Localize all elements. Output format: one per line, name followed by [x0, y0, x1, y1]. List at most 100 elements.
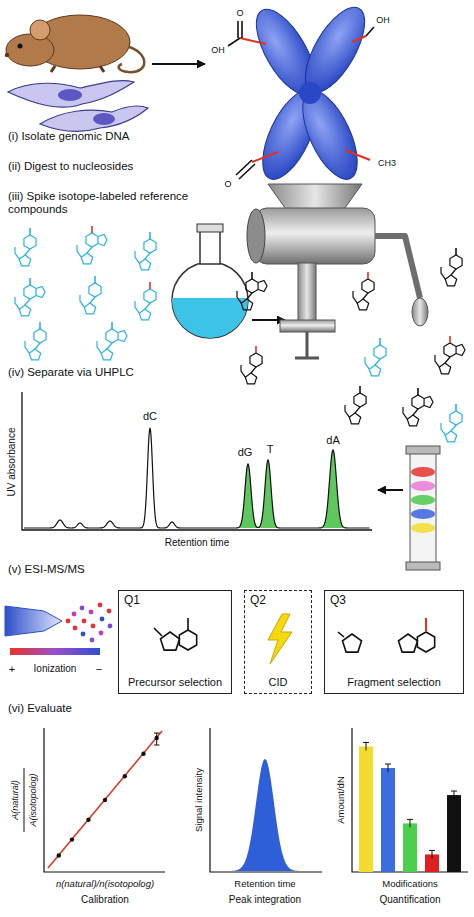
base-ring: [86, 233, 98, 247]
analyte-band: [411, 481, 435, 491]
sugar-ring: [439, 363, 450, 374]
ms-stage-box: Q1Precursor selection: [118, 590, 232, 694]
flask-stopper: [197, 224, 223, 232]
mouse-feet: [51, 66, 104, 72]
chemical-bond: [251, 272, 253, 279]
chart-axis: [22, 392, 372, 530]
spray-needle: [5, 606, 62, 636]
peak-fill: [238, 464, 258, 528]
chemical-bond: [154, 618, 188, 636]
chemical-bond: [149, 232, 151, 239]
error-bar: [407, 819, 413, 827]
mouse-nose: [5, 53, 9, 57]
analyte-band: [411, 523, 435, 533]
spray-droplet: [91, 624, 96, 629]
chemical-bond: [366, 27, 374, 36]
base-ring: [246, 279, 258, 293]
sugar-ring: [19, 255, 30, 266]
chemical-bond: [39, 322, 41, 329]
atom-label: OH: [211, 45, 225, 55]
mouse-head: [6, 34, 54, 66]
chart-axis: [210, 728, 322, 872]
chemical-bond: [228, 38, 240, 46]
peak-fill: [258, 460, 278, 528]
sugar-ring: [101, 349, 112, 360]
base-ring: [374, 345, 386, 359]
step-title: (iv) Separate via UHPLC: [8, 366, 134, 379]
ms-stage-box: Q2CID: [244, 590, 312, 694]
stage-name: Q2: [250, 594, 266, 608]
chemical-bond: [149, 282, 151, 289]
quantity-bar: [403, 823, 417, 872]
atom-label: O: [224, 179, 231, 189]
step-title: (ii) Digest to nucleosides: [8, 160, 133, 173]
grinder-clamp: [298, 263, 316, 321]
peak-label: T: [267, 443, 274, 456]
axis-label: UV absorbance: [6, 428, 18, 497]
nucleoside-structure: [135, 232, 156, 270]
peak-label: dG: [238, 446, 253, 459]
nucleoside-structure: [441, 404, 462, 442]
step-title: (vi) Evaluate: [8, 702, 72, 715]
chart-caption: Calibration: [81, 894, 129, 906]
peak-label: dA: [326, 434, 339, 447]
chemical-bond: [425, 618, 427, 632]
calibration-line: [48, 731, 162, 868]
base-ring: [98, 235, 107, 246]
spray-droplet: [90, 638, 95, 643]
process-arrow: [152, 63, 205, 65]
chemical-bond: [417, 388, 419, 395]
chemical-bond: [367, 272, 369, 279]
chemical-bond: [435, 355, 450, 367]
polarity-bar: [10, 648, 100, 655]
spray-droplet: [100, 617, 105, 622]
chemical-bond: [77, 245, 92, 257]
nucleoside-structure: [237, 272, 267, 310]
nucleoside-structure: [15, 228, 36, 266]
chemical-bond: [352, 36, 366, 42]
quantity-bar: [381, 768, 395, 872]
spray-droplet: [98, 603, 103, 608]
peak-label: dC: [143, 410, 157, 423]
chemical-bond: [441, 267, 456, 279]
nucleoside-structure: [441, 248, 462, 286]
step-title: (iii) Spike isotope-labeled reference co…: [8, 190, 223, 216]
chemical-bond: [91, 226, 93, 233]
stage-caption: Precursor selection: [128, 676, 222, 689]
fraction-bar: [24, 768, 25, 832]
chart-caption: Peak integration: [229, 894, 301, 906]
nucleoside-structure: [353, 272, 374, 310]
evaluation-charts: [24, 728, 468, 872]
calibration-point: [103, 798, 107, 802]
stage-name: Q1: [124, 594, 140, 608]
chemical-bond: [236, 160, 255, 179]
chemical-bond: [379, 338, 381, 345]
base-ring: [36, 287, 45, 298]
meat-grinder-illustration: [247, 184, 428, 358]
analyte-band: [411, 509, 435, 519]
error-bar: [429, 850, 435, 858]
grinder-body: [255, 208, 375, 264]
spray-droplet: [99, 631, 104, 636]
grinder-clamp-base: [280, 320, 335, 332]
grinder-screw: [295, 332, 319, 358]
uv-trace: [24, 428, 370, 528]
base-ring: [424, 397, 433, 408]
axis-label: A(natural): [10, 780, 20, 820]
chemical-bond: [135, 301, 150, 313]
cell-nucleus: [93, 113, 115, 125]
spray-droplet: [73, 626, 78, 631]
chemical-bond: [97, 341, 112, 353]
base-ring: [24, 285, 36, 299]
sugar-ring: [357, 299, 368, 310]
stage-caption: Fragment selection: [347, 676, 441, 689]
stage-caption: CID: [269, 676, 288, 689]
chemical-bond: [80, 295, 95, 307]
chart-axis: [44, 728, 165, 872]
nucleoside-structure: [25, 322, 46, 360]
nucleoside-structure: [435, 336, 465, 374]
cell-illustration: [8, 81, 148, 132]
chemical-bond: [449, 336, 451, 343]
mouse-eye: [18, 44, 23, 49]
